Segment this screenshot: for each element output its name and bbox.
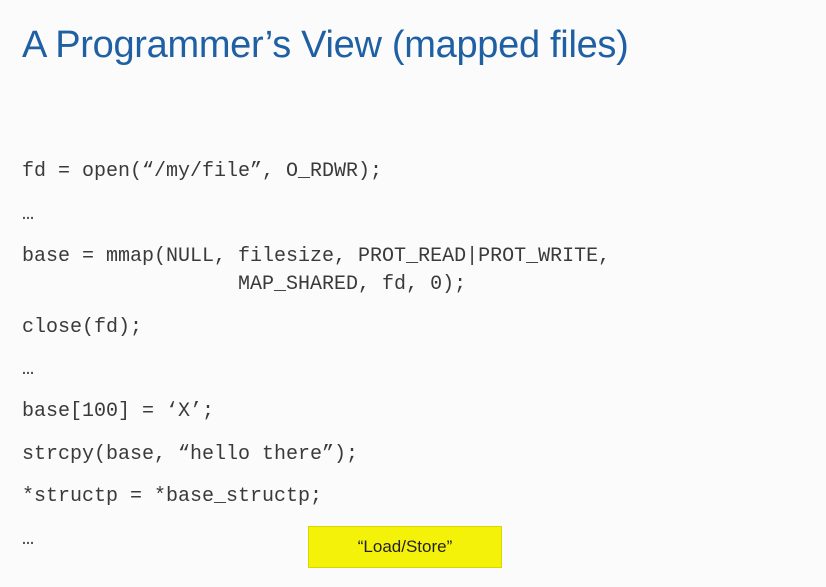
slide-title: A Programmer’s View (mapped files) xyxy=(22,24,629,66)
code-line-ellipsis: … xyxy=(22,528,35,551)
code-line-mmap: base = mmap(NULL, filesize, PROT_READ|PR… xyxy=(22,245,611,268)
code-line-struct-copy: *structp = *base_structp; xyxy=(22,485,323,508)
code-line-ellipsis: … xyxy=(22,358,35,381)
code-line-strcpy: strcpy(base, “hello there”); xyxy=(22,443,359,466)
code-line-assign: base[100] = ‘X’; xyxy=(22,400,215,423)
code-line-ellipsis: … xyxy=(22,203,35,226)
code-line-open: fd = open(“/my/file”, O_RDWR); xyxy=(22,160,383,183)
code-line-mmap-continued: MAP_SHARED, fd, 0); xyxy=(22,273,467,296)
code-line-close: close(fd); xyxy=(22,316,143,339)
load-store-callout: “Load/Store” xyxy=(308,526,502,568)
